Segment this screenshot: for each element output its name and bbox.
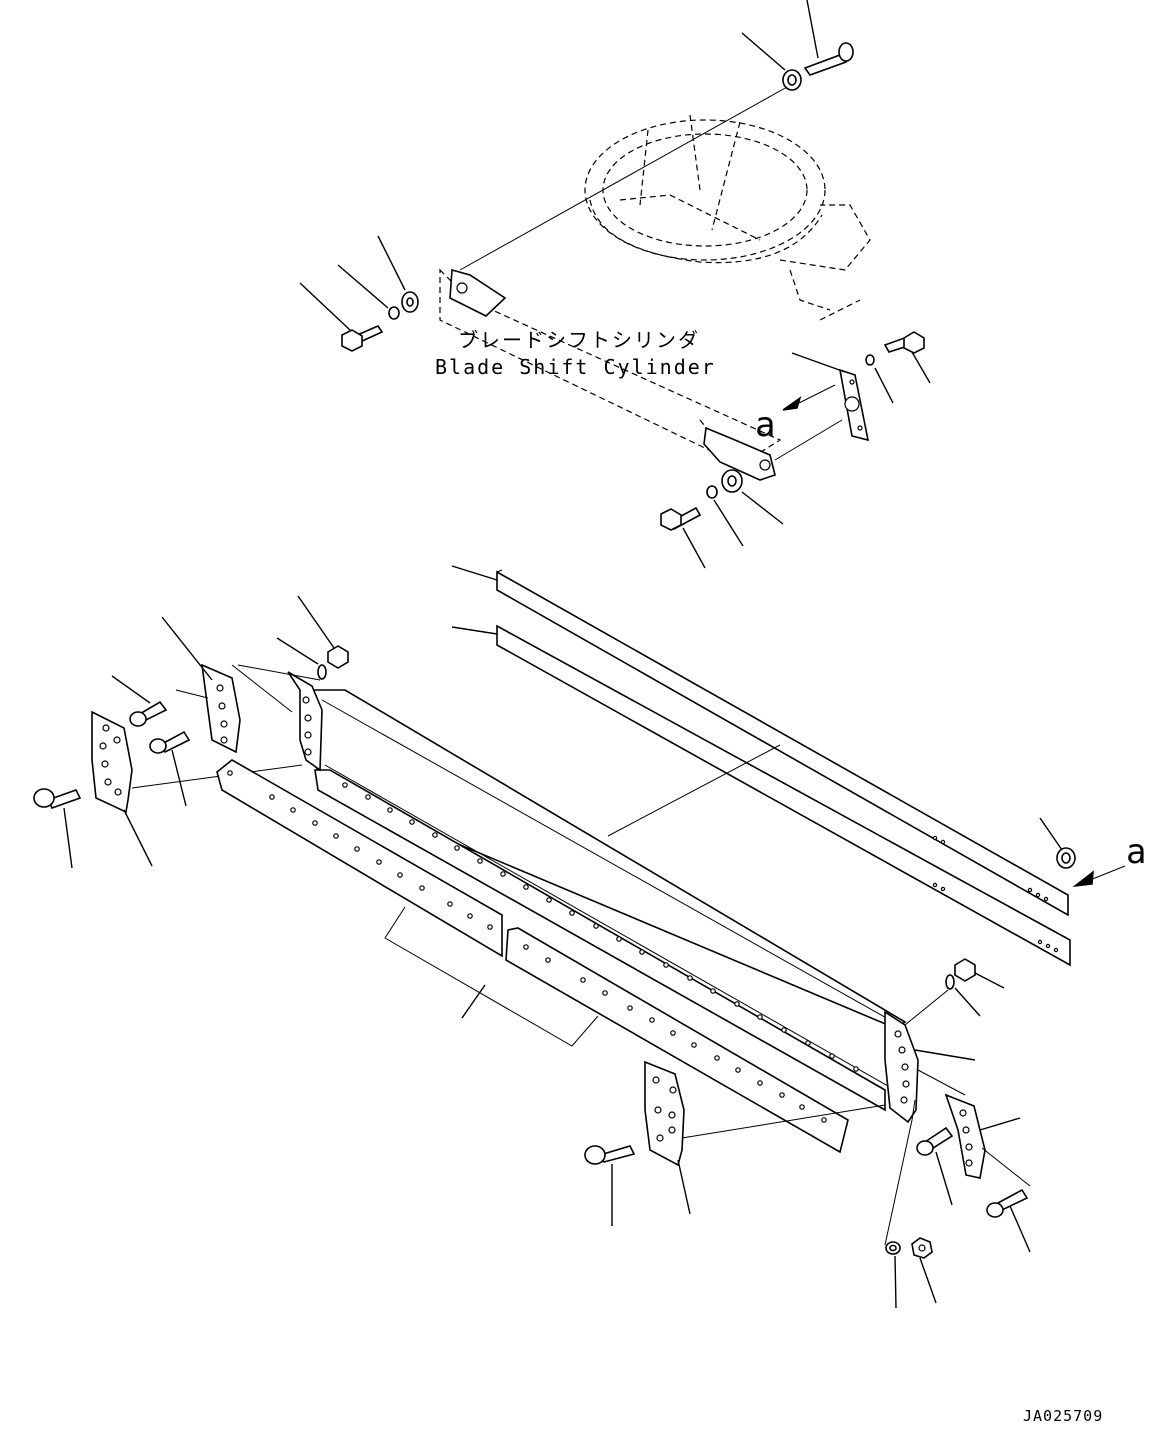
ref-letter-a-lower: a: [1126, 832, 1146, 872]
right-nut-washer: [904, 958, 1005, 1026]
cutting-edge-left: [216, 759, 503, 958]
blade-shift-cylinder: [449, 268, 776, 481]
center-cutting-bit: [584, 1060, 886, 1226]
circle-assembly-phantom: [439, 114, 871, 466]
wear-strips: [451, 565, 1126, 967]
left-nut-washer: [237, 595, 349, 681]
moldboard-holes: [342, 782, 859, 1072]
cutting-edge-leader: [384, 906, 599, 1047]
pin-top: [459, 0, 854, 271]
ref-letter-a-upper: a: [755, 405, 775, 445]
cutting-edge-right: [505, 927, 849, 1154]
strip-holes: [932, 835, 1059, 953]
moldboard-plate: [311, 689, 907, 1112]
bottom-washer-nut: [884, 1099, 937, 1309]
cylinder-label-jp: ブレードシフトシリンダ: [458, 328, 700, 352]
drawing-id: JA025709: [1023, 1407, 1103, 1425]
right-cover-plate: [917, 1069, 1031, 1187]
right-bolts: [916, 1126, 1031, 1253]
left-cover-plate: [161, 616, 293, 754]
left-bolts: [33, 675, 191, 869]
left-end-bit: [287, 671, 323, 772]
cylinder-head-fasteners: [299, 235, 419, 352]
right-end-bit: [884, 1010, 976, 1124]
cylinder-bracket: [774, 331, 931, 461]
left-cutting-bit: [91, 710, 303, 867]
cylinder-rod-fasteners: [660, 469, 784, 569]
cylinder-label-en: Blade Shift Cylinder: [435, 355, 716, 379]
